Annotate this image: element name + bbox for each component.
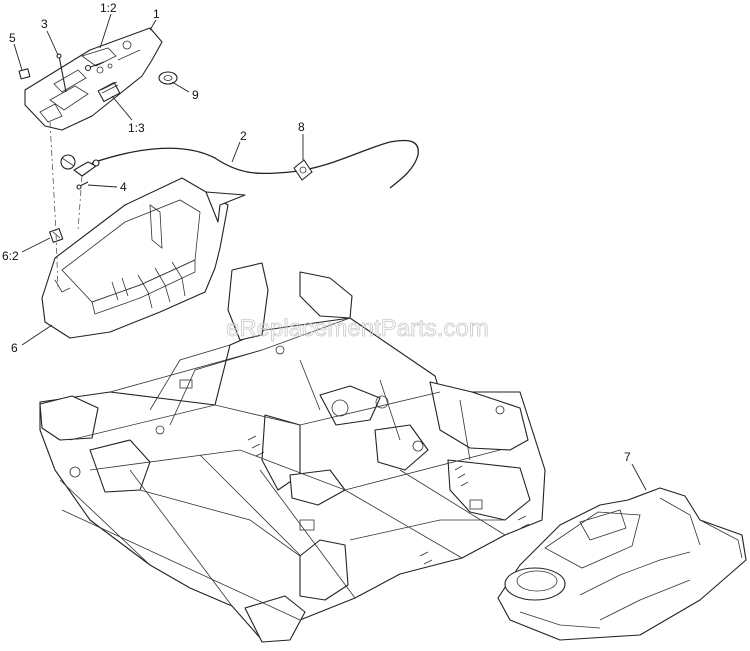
callout-8: 8 [298, 120, 305, 134]
assembly-line-2 [77, 175, 83, 231]
callout-6: 6 [11, 341, 18, 355]
panel-part-1 [24, 27, 163, 131]
chassis-frame [39, 262, 546, 643]
callout-3: 3 [41, 17, 48, 31]
callout-labels: 1 1:2 3 5 9 1:3 2 8 4 6:2 6 7 [2, 1, 631, 464]
shroud-part-7 [497, 487, 747, 641]
grommet-part-9 [158, 71, 178, 85]
callout-6-2: 6:2 [2, 249, 19, 263]
callout-2: 2 [240, 129, 247, 143]
callout-1-3: 1:3 [128, 121, 145, 135]
callout-1-2: 1:2 [100, 1, 117, 15]
screw-part-4 [76, 181, 89, 190]
callout-5: 5 [9, 31, 16, 45]
callout-9: 9 [192, 88, 199, 102]
screw-part-1-2 [84, 61, 105, 72]
callout-4: 4 [120, 180, 127, 194]
nut-part-5 [18, 68, 31, 80]
watermark-text: eReplacementParts.com [226, 315, 489, 342]
clamp-part-8 [293, 159, 313, 181]
callout-1: 1 [153, 7, 160, 21]
tray-part-6 [41, 177, 246, 339]
cable-part-2 [60, 139, 419, 189]
leader-lines [13, 13, 647, 491]
callout-7: 7 [624, 450, 631, 464]
